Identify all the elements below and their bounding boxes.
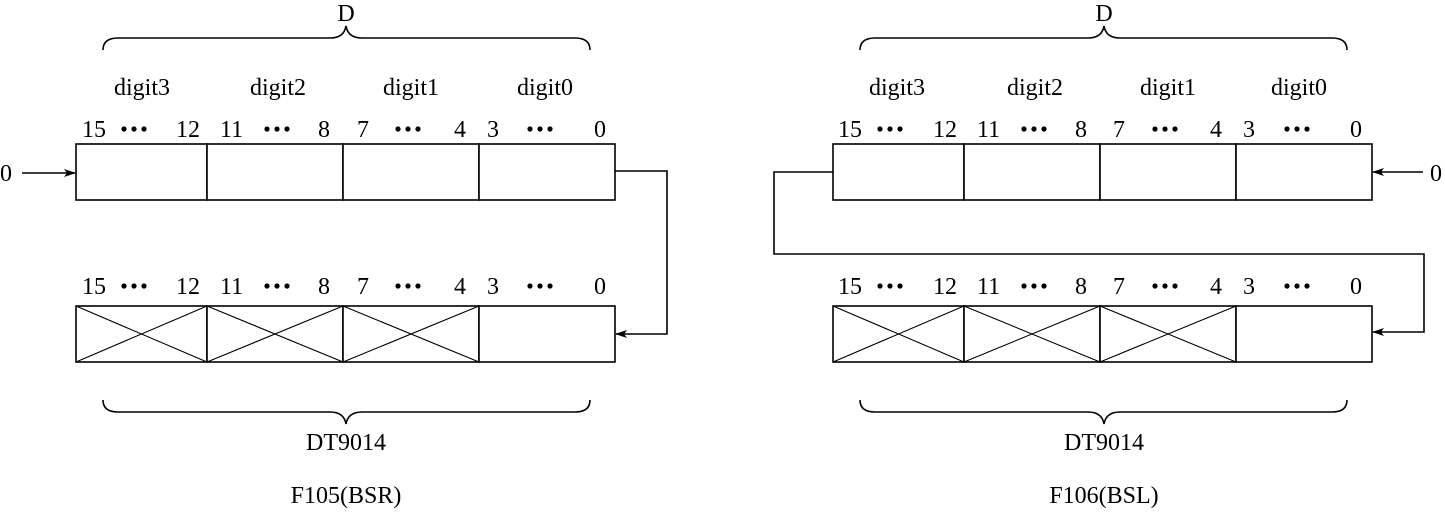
cross-mark	[342, 305, 480, 363]
dt9014-register	[832, 305, 1373, 363]
bsl-diagram: D digit3 digit2 digit1 digit0 15 12 11 8…	[773, 1, 1442, 509]
register-cell	[478, 143, 616, 201]
top-bit-ranges: 15 12 11 8 7 4 3 0	[838, 117, 1362, 143]
bit-low: 12	[176, 274, 200, 300]
bit-high: 3	[1243, 117, 1255, 143]
top-brace-label: D	[337, 1, 354, 27]
digit-label: digit3	[114, 75, 170, 101]
register-cell	[342, 143, 480, 201]
cross-mark	[1099, 305, 1237, 363]
input-value: 0	[1430, 161, 1442, 187]
bottom-brace-label: DT9014	[306, 430, 386, 456]
digit-label: digit1	[1140, 75, 1196, 101]
bit-low: 8	[1075, 274, 1087, 300]
register-cell	[1235, 305, 1373, 363]
bottom-bit-ranges: 15 12 11 8 7 4 3 0	[838, 274, 1362, 300]
bit-high: 3	[487, 117, 499, 143]
bit-high: 15	[838, 274, 862, 300]
bit-low: 8	[1075, 117, 1087, 143]
shift-out-arrow	[773, 171, 1425, 336]
bit-high: 11	[220, 117, 243, 143]
dt9014-register	[75, 305, 616, 363]
source-register	[75, 143, 616, 201]
bit-low: 8	[318, 117, 330, 143]
digit-label: digit2	[250, 75, 306, 101]
register-cell	[478, 305, 616, 363]
bit-high: 11	[977, 274, 1000, 300]
register-cell	[963, 143, 1101, 201]
register-cell	[1235, 143, 1373, 201]
diagram-caption: F106(BSL)	[1049, 483, 1158, 509]
digit-label: digit3	[869, 75, 925, 101]
register-cell	[75, 143, 208, 201]
bit-high: 3	[487, 274, 499, 300]
digit-label: digit1	[383, 75, 439, 101]
register-cell	[1099, 143, 1237, 201]
bit-low: 0	[1350, 117, 1362, 143]
top-bit-ranges: 15 12 11 8 7 4 3 0	[82, 117, 606, 143]
bit-low: 0	[1350, 274, 1362, 300]
bit-low: 0	[594, 274, 606, 300]
bit-high: 11	[220, 274, 243, 300]
register-cell	[832, 143, 965, 201]
bsr-diagram: D digit3 digit2 digit1 digit0 15 12 11 8…	[0, 1, 668, 509]
bottom-brace-label: DT9014	[1064, 430, 1144, 456]
bit-high: 15	[838, 117, 862, 143]
bit-high: 3	[1243, 274, 1255, 300]
top-brace	[102, 25, 591, 51]
digit-label: digit2	[1007, 75, 1063, 101]
shift-out-arrow	[615, 170, 668, 338]
diagram-caption: F105(BSR)	[291, 483, 402, 509]
bit-high: 7	[357, 117, 369, 143]
bit-high: 7	[357, 274, 369, 300]
bit-low: 0	[594, 117, 606, 143]
input-value: 0	[0, 161, 12, 187]
bit-high: 11	[977, 117, 1000, 143]
bit-low: 12	[933, 274, 957, 300]
bottom-brace	[859, 399, 1348, 425]
bit-low: 12	[176, 117, 200, 143]
digit-label: digit0	[1271, 75, 1327, 101]
bit-low: 12	[933, 117, 957, 143]
cross-mark	[963, 305, 1101, 363]
bottom-bit-ranges: 15 12 11 8 7 4 3 0	[82, 274, 606, 300]
top-brace	[859, 25, 1348, 51]
bit-low: 8	[318, 274, 330, 300]
bit-high: 7	[1113, 274, 1125, 300]
bit-high: 15	[82, 117, 106, 143]
bit-high: 7	[1113, 117, 1125, 143]
bit-high: 15	[82, 274, 106, 300]
bit-low: 4	[454, 117, 466, 143]
cross-mark	[206, 305, 344, 363]
bottom-brace	[102, 399, 591, 425]
register-cell	[206, 143, 344, 201]
source-register	[832, 143, 1373, 201]
bit-low: 4	[1210, 117, 1222, 143]
cross-mark	[832, 305, 965, 363]
digit-label: digit0	[517, 75, 573, 101]
cross-mark	[75, 305, 208, 363]
top-brace-label: D	[1095, 1, 1112, 27]
bit-low: 4	[454, 274, 466, 300]
bit-low: 4	[1210, 274, 1222, 300]
